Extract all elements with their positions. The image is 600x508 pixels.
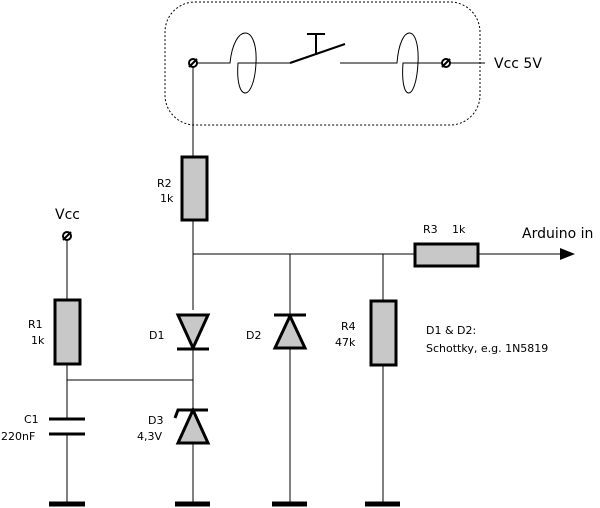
push-button-switch (289, 33, 346, 64)
r3-value: 1k (452, 223, 466, 236)
d3-value: 4,3V (137, 430, 162, 443)
capacitor-c1 (49, 417, 85, 436)
cable-right (340, 32, 442, 94)
r3-ref: R3 (423, 223, 438, 236)
resistor-r4 (369, 299, 398, 367)
arduino-in-label: Arduino in (522, 226, 593, 242)
d3-ref: D3 (148, 414, 163, 427)
left-terminal (188, 58, 198, 68)
vcc-terminal (62, 231, 72, 241)
r4-value: 47k (335, 336, 356, 349)
note-line2: Schottky, e.g. 1N5819 (426, 342, 548, 355)
zener-d3 (173, 406, 211, 445)
resistor-r1 (53, 298, 82, 366)
r2-ref: R2 (157, 177, 172, 190)
r2-value: 1k (160, 192, 174, 205)
vcc-label: Vcc (55, 207, 80, 223)
d1-ref: D1 (149, 329, 164, 342)
resistor-r2 (180, 155, 209, 222)
resistor-r3 (413, 242, 480, 268)
vcc-5v-label: Vcc 5V (494, 56, 542, 72)
diode-d1 (175, 313, 211, 352)
diode-d2 (272, 312, 308, 350)
c1-ref: C1 (24, 413, 39, 426)
r4-ref: R4 (341, 320, 356, 333)
note-line1: D1 & D2: (426, 324, 476, 337)
r1-value: 1k (31, 334, 45, 347)
right-terminal (441, 58, 451, 68)
d2-ref: D2 (246, 329, 261, 342)
c1-value: 220nF (1, 430, 35, 443)
r1-ref: R1 (28, 318, 43, 331)
cable-left (197, 32, 290, 94)
arrow-icon (560, 248, 575, 260)
